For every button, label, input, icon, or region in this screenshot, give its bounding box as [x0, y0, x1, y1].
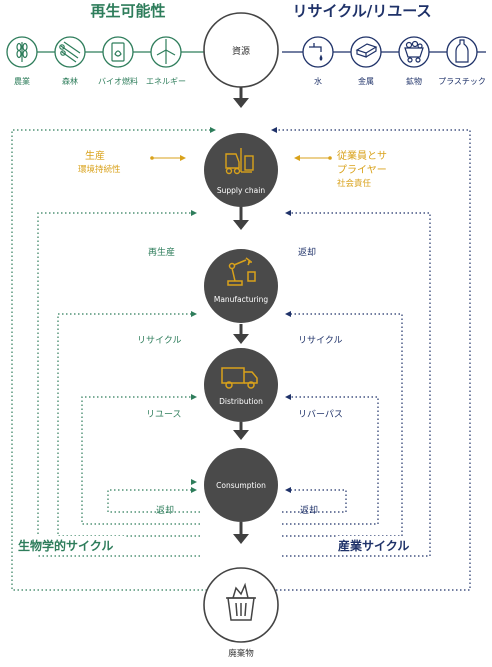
left-return-label: 返却 — [156, 504, 174, 516]
recycle-item-label: 金属 — [358, 76, 374, 86]
industrial-cycle-label: 産業サイクル — [338, 538, 409, 553]
social-responsibility-label: 社会責任 — [337, 178, 372, 189]
supply-chain-label: Supply chain — [217, 186, 265, 195]
production-label: 生産 — [85, 149, 105, 162]
robot-arm-icon — [227, 257, 256, 286]
truck-icon — [221, 367, 258, 389]
biological-loops — [11, 127, 216, 591]
bottle-icon — [455, 39, 469, 63]
right-return-label-bottom: 返却 — [300, 504, 318, 516]
recycle-item-label: 鉱物 — [406, 76, 422, 86]
biological-cycle-label: 生物学的サイクル — [18, 538, 113, 553]
left-recycle-label: リサイクル — [137, 335, 182, 346]
production-arrow-dot — [150, 156, 154, 160]
environmental-sustainability-label: 環境持続性 — [78, 164, 121, 175]
manufacturing-label: Manufacturing — [214, 295, 269, 304]
renewable-item-label: 農業 — [14, 76, 30, 86]
industrial-cycle-bg — [336, 536, 422, 554]
biological-cycle-bg — [16, 536, 126, 554]
metal-bars-icon — [355, 43, 378, 58]
recycle-item-label: 水 — [314, 76, 322, 86]
reverse-path-label: リバーパス — [298, 409, 343, 420]
renewable-item-label: 森林 — [62, 76, 78, 86]
employees-suppliers-label-1: 従業員とサ — [337, 149, 387, 162]
renewable-title: 再生可能性 — [90, 2, 165, 20]
right-recycle-label: リサイクル — [298, 335, 343, 346]
distribution-circle — [204, 348, 278, 422]
wind-turbine-icon — [156, 39, 176, 64]
main-flow — [233, 87, 249, 544]
forklift-icon — [225, 148, 254, 175]
regenerate-label: 再生産 — [148, 246, 175, 258]
suppliers-arrow-dot — [328, 156, 332, 160]
resources-label: 資源 — [232, 45, 250, 57]
consumption-circle — [204, 448, 278, 522]
recycle-item-label: プラスチック — [438, 77, 486, 86]
renewable-item-label: エネルギー — [146, 77, 186, 86]
renewable-item-label: バイオ燃料 — [98, 76, 138, 86]
wheat-icon — [16, 42, 28, 62]
manufacturing-circle — [204, 249, 278, 323]
consumption-label: Consumption — [216, 481, 266, 490]
logs-icon — [59, 41, 81, 63]
mine-cart-icon — [404, 40, 424, 63]
employees-suppliers-label-2: プライヤー — [337, 164, 387, 176]
trash-bin-icon — [226, 582, 256, 621]
waste-label: 廃棄物 — [228, 648, 254, 659]
recycle-reuse-title: リサイクル/リユース — [293, 2, 432, 20]
faucet-icon — [309, 43, 323, 61]
reuse-label: リユース — [146, 410, 182, 420]
industrial-loops — [268, 127, 471, 591]
right-return-label-top: 返却 — [298, 246, 316, 258]
fuel-tank-icon — [111, 42, 125, 62]
distribution-label: Distribution — [219, 397, 263, 406]
